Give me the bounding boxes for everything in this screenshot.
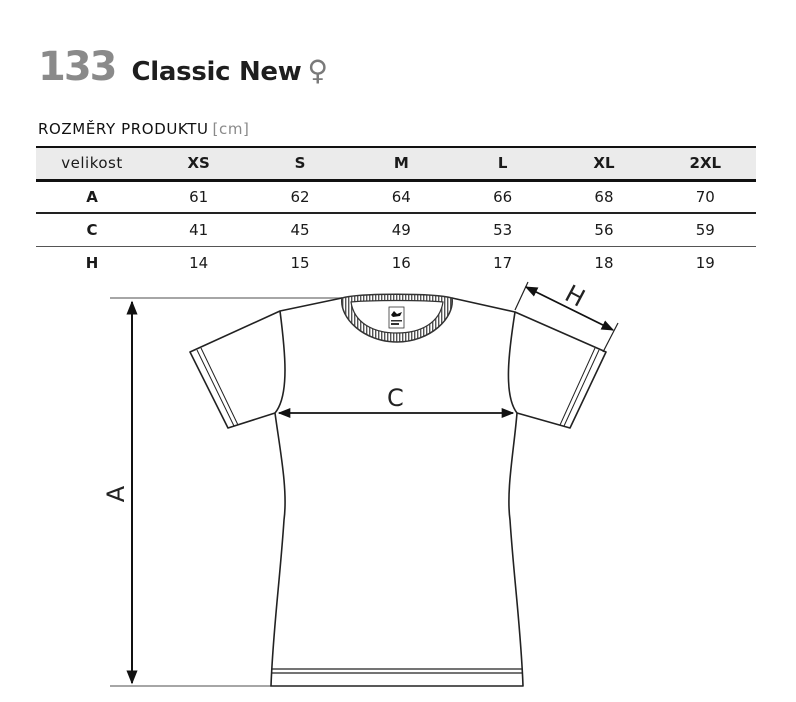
table-row-c: C 41 45 49 53 56 59 xyxy=(36,213,756,246)
cell: 70 xyxy=(695,187,715,206)
section-title-text: ROZMĚRY PRODUKTU xyxy=(38,120,209,138)
collar xyxy=(341,293,453,343)
size-s: S xyxy=(294,154,306,173)
left-sleeve xyxy=(189,310,281,429)
cell: 59 xyxy=(695,220,715,239)
table-row-h: H 14 15 16 17 18 19 xyxy=(36,246,756,279)
cell: 41 xyxy=(189,220,209,239)
size-table: velikost XS S M L XL 2XL A 61 62 64 66 6… xyxy=(36,146,756,279)
cell: 17 xyxy=(493,253,513,272)
row-label: A xyxy=(86,187,98,206)
table-row-a: A 61 62 64 66 68 70 xyxy=(36,180,756,213)
cell: 16 xyxy=(391,253,411,272)
label-c: C xyxy=(387,384,404,412)
dimension-h-arrow xyxy=(524,286,615,331)
cell: 64 xyxy=(391,187,411,206)
cell: 14 xyxy=(189,253,209,272)
size-xs: XS xyxy=(187,154,210,173)
cell: 53 xyxy=(493,220,513,239)
cell: 15 xyxy=(290,253,310,272)
female-symbol-icon: ♀ xyxy=(307,54,328,87)
size-l: L xyxy=(497,154,508,173)
product-number: 133 xyxy=(38,44,117,90)
cell: 49 xyxy=(391,220,411,239)
unit-label: [cm] xyxy=(212,120,250,138)
brand-tag-icon xyxy=(388,306,405,329)
size-xl: XL xyxy=(593,154,615,173)
header-label: velikost xyxy=(61,154,123,173)
cell: 61 xyxy=(189,187,209,206)
row-label: C xyxy=(86,220,98,239)
size-2xl: 2XL xyxy=(689,154,722,173)
product-name: Classic New xyxy=(131,57,302,87)
cell: 56 xyxy=(594,220,614,239)
row-label: H xyxy=(85,253,99,272)
right-sleeve xyxy=(514,311,607,429)
product-title: 133 Classic New ♀ xyxy=(38,44,328,94)
label-a: A xyxy=(102,485,131,503)
tshirt-body-outline xyxy=(270,297,524,687)
cell: 66 xyxy=(493,187,513,206)
cell: 62 xyxy=(290,187,310,206)
cell: 19 xyxy=(695,253,715,272)
size-m: M xyxy=(393,154,409,173)
size-header-row: velikost XS S M L XL 2XL xyxy=(36,147,756,180)
cell: 68 xyxy=(594,187,614,206)
section-title: ROZMĚRY PRODUKTU[cm] xyxy=(38,120,250,138)
cell: 18 xyxy=(594,253,614,272)
cell: 45 xyxy=(290,220,310,239)
